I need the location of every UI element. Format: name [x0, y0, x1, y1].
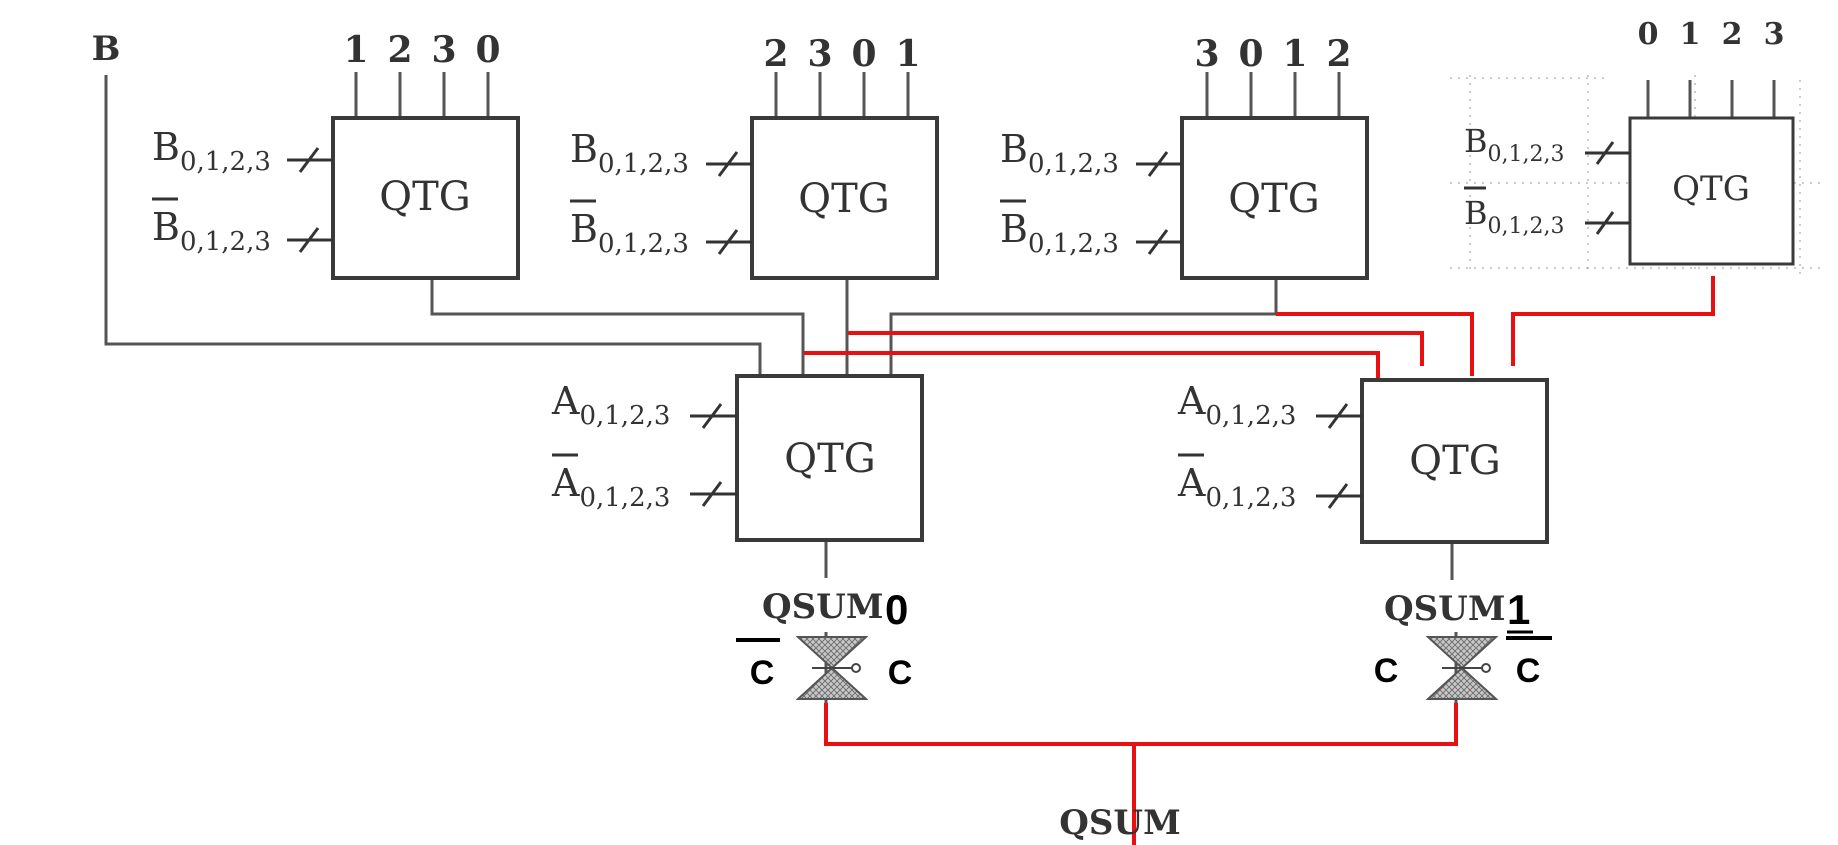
pin-label: 1	[1680, 17, 1701, 52]
pin-label: 3	[807, 33, 832, 75]
top-qtg-1: QTG 1 2 3 0 B0,1,2,3 B0,1,2,3	[152, 29, 520, 280]
svg-text:B0,1,2,3: B0,1,2,3	[1464, 194, 1564, 239]
svg-text:B0,1,2,3: B0,1,2,3	[1000, 127, 1119, 179]
pin-label: 1	[1282, 33, 1307, 75]
pin-label: 1	[895, 33, 920, 75]
pin-label: 3	[1764, 17, 1785, 52]
qtg-box	[750, 116, 939, 280]
qtg-box	[1628, 116, 1795, 266]
svg-text:A0,1,2,3: A0,1,2,3	[551, 379, 670, 431]
pin-label: 0	[475, 29, 500, 71]
qtg-label: QTG	[1228, 176, 1319, 222]
qtg-label: QTG	[1672, 169, 1750, 209]
pin-label: 3	[431, 29, 456, 71]
control-c: C	[1374, 652, 1399, 690]
top-qtg-4: QTG 0 1 2 3 B0,1,2,3 B0,1,2,3	[1464, 17, 1795, 266]
b-input-label: B	[92, 29, 121, 69]
pin-label: 0	[1638, 17, 1659, 52]
input-a: A0,1,2,3	[1177, 379, 1362, 431]
input-a: A0,1,2,3	[551, 379, 737, 431]
svg-text:A0,1,2,3: A0,1,2,3	[551, 461, 670, 513]
pin-label: 2	[763, 33, 788, 75]
top-pin-stubs	[354, 72, 1776, 118]
input-b: B0,1,2,3	[570, 127, 752, 179]
pin-label: 1	[343, 29, 368, 71]
input-b: B0,1,2,3	[1000, 127, 1182, 179]
svg-text:A0,1,2,3: A0,1,2,3	[1177, 461, 1296, 513]
qtg-box	[1180, 116, 1369, 280]
qtg-label: QTG	[784, 436, 875, 482]
qtg-box	[331, 116, 520, 280]
bottom-qtg-2: QTG A0,1,2,3 A0,1,2,3 QSUM 1 C C	[1177, 378, 1552, 700]
red-wires	[804, 276, 1715, 845]
input-b-bar: B0,1,2,3	[1464, 186, 1630, 239]
pin-label: 3	[1194, 33, 1219, 75]
qtg-label: QTG	[379, 174, 470, 220]
input-b-bar: B0,1,2,3	[152, 197, 333, 257]
input-b: B0,1,2,3	[152, 125, 333, 177]
svg-text:B0,1,2,3: B0,1,2,3	[152, 205, 271, 257]
pin-label: 2	[1722, 17, 1743, 52]
input-b-bar: B0,1,2,3	[1000, 199, 1182, 259]
qtg-box	[1360, 378, 1549, 544]
qtg-label: QTG	[1409, 438, 1500, 484]
qtg-label: QTG	[798, 176, 889, 222]
qsum-index: 0	[885, 586, 908, 633]
qsum-output-label: QSUM	[762, 587, 883, 627]
input-b-bar: B0,1,2,3	[570, 199, 752, 259]
final-qsum-label: QSUM	[1059, 803, 1180, 843]
input-a-bar: A0,1,2,3	[1177, 453, 1362, 513]
bottom-qtg-1: QTG A0,1,2,3 A0,1,2,3 QSUM 0 C C	[551, 374, 924, 700]
pin-label: 0	[1238, 33, 1263, 75]
control-c-bar: C	[750, 654, 775, 692]
transmission-gate-icon	[795, 636, 869, 700]
top-qtg-3: QTG 3 0 1 2 B0,1,2,3 B0,1,2,3	[1000, 33, 1369, 280]
top-qtg-2: QTG 2 3 0 1 B0,1,2,3 B0,1,2,3	[570, 33, 939, 280]
input-a-bar: A0,1,2,3	[551, 453, 737, 513]
svg-text:B0,1,2,3: B0,1,2,3	[152, 125, 271, 177]
pin-label: 0	[851, 33, 876, 75]
svg-text:B0,1,2,3: B0,1,2,3	[1464, 122, 1564, 167]
gray-wires	[104, 72, 1776, 703]
transmission-gate-icon	[1425, 636, 1499, 700]
svg-text:B0,1,2,3: B0,1,2,3	[570, 207, 689, 259]
control-c-bar: C	[1516, 652, 1541, 690]
svg-text:B0,1,2,3: B0,1,2,3	[1000, 207, 1119, 259]
qtg-box	[735, 374, 924, 542]
control-c: C	[888, 654, 913, 692]
pin-label: 2	[387, 29, 412, 71]
svg-text:B0,1,2,3: B0,1,2,3	[570, 127, 689, 179]
qsum-output-label: QSUM	[1384, 589, 1505, 629]
pin-label: 2	[1326, 33, 1351, 75]
qsum-index: 1	[1507, 586, 1530, 633]
input-b: B0,1,2,3	[1464, 122, 1630, 167]
svg-text:A0,1,2,3: A0,1,2,3	[1177, 379, 1296, 431]
